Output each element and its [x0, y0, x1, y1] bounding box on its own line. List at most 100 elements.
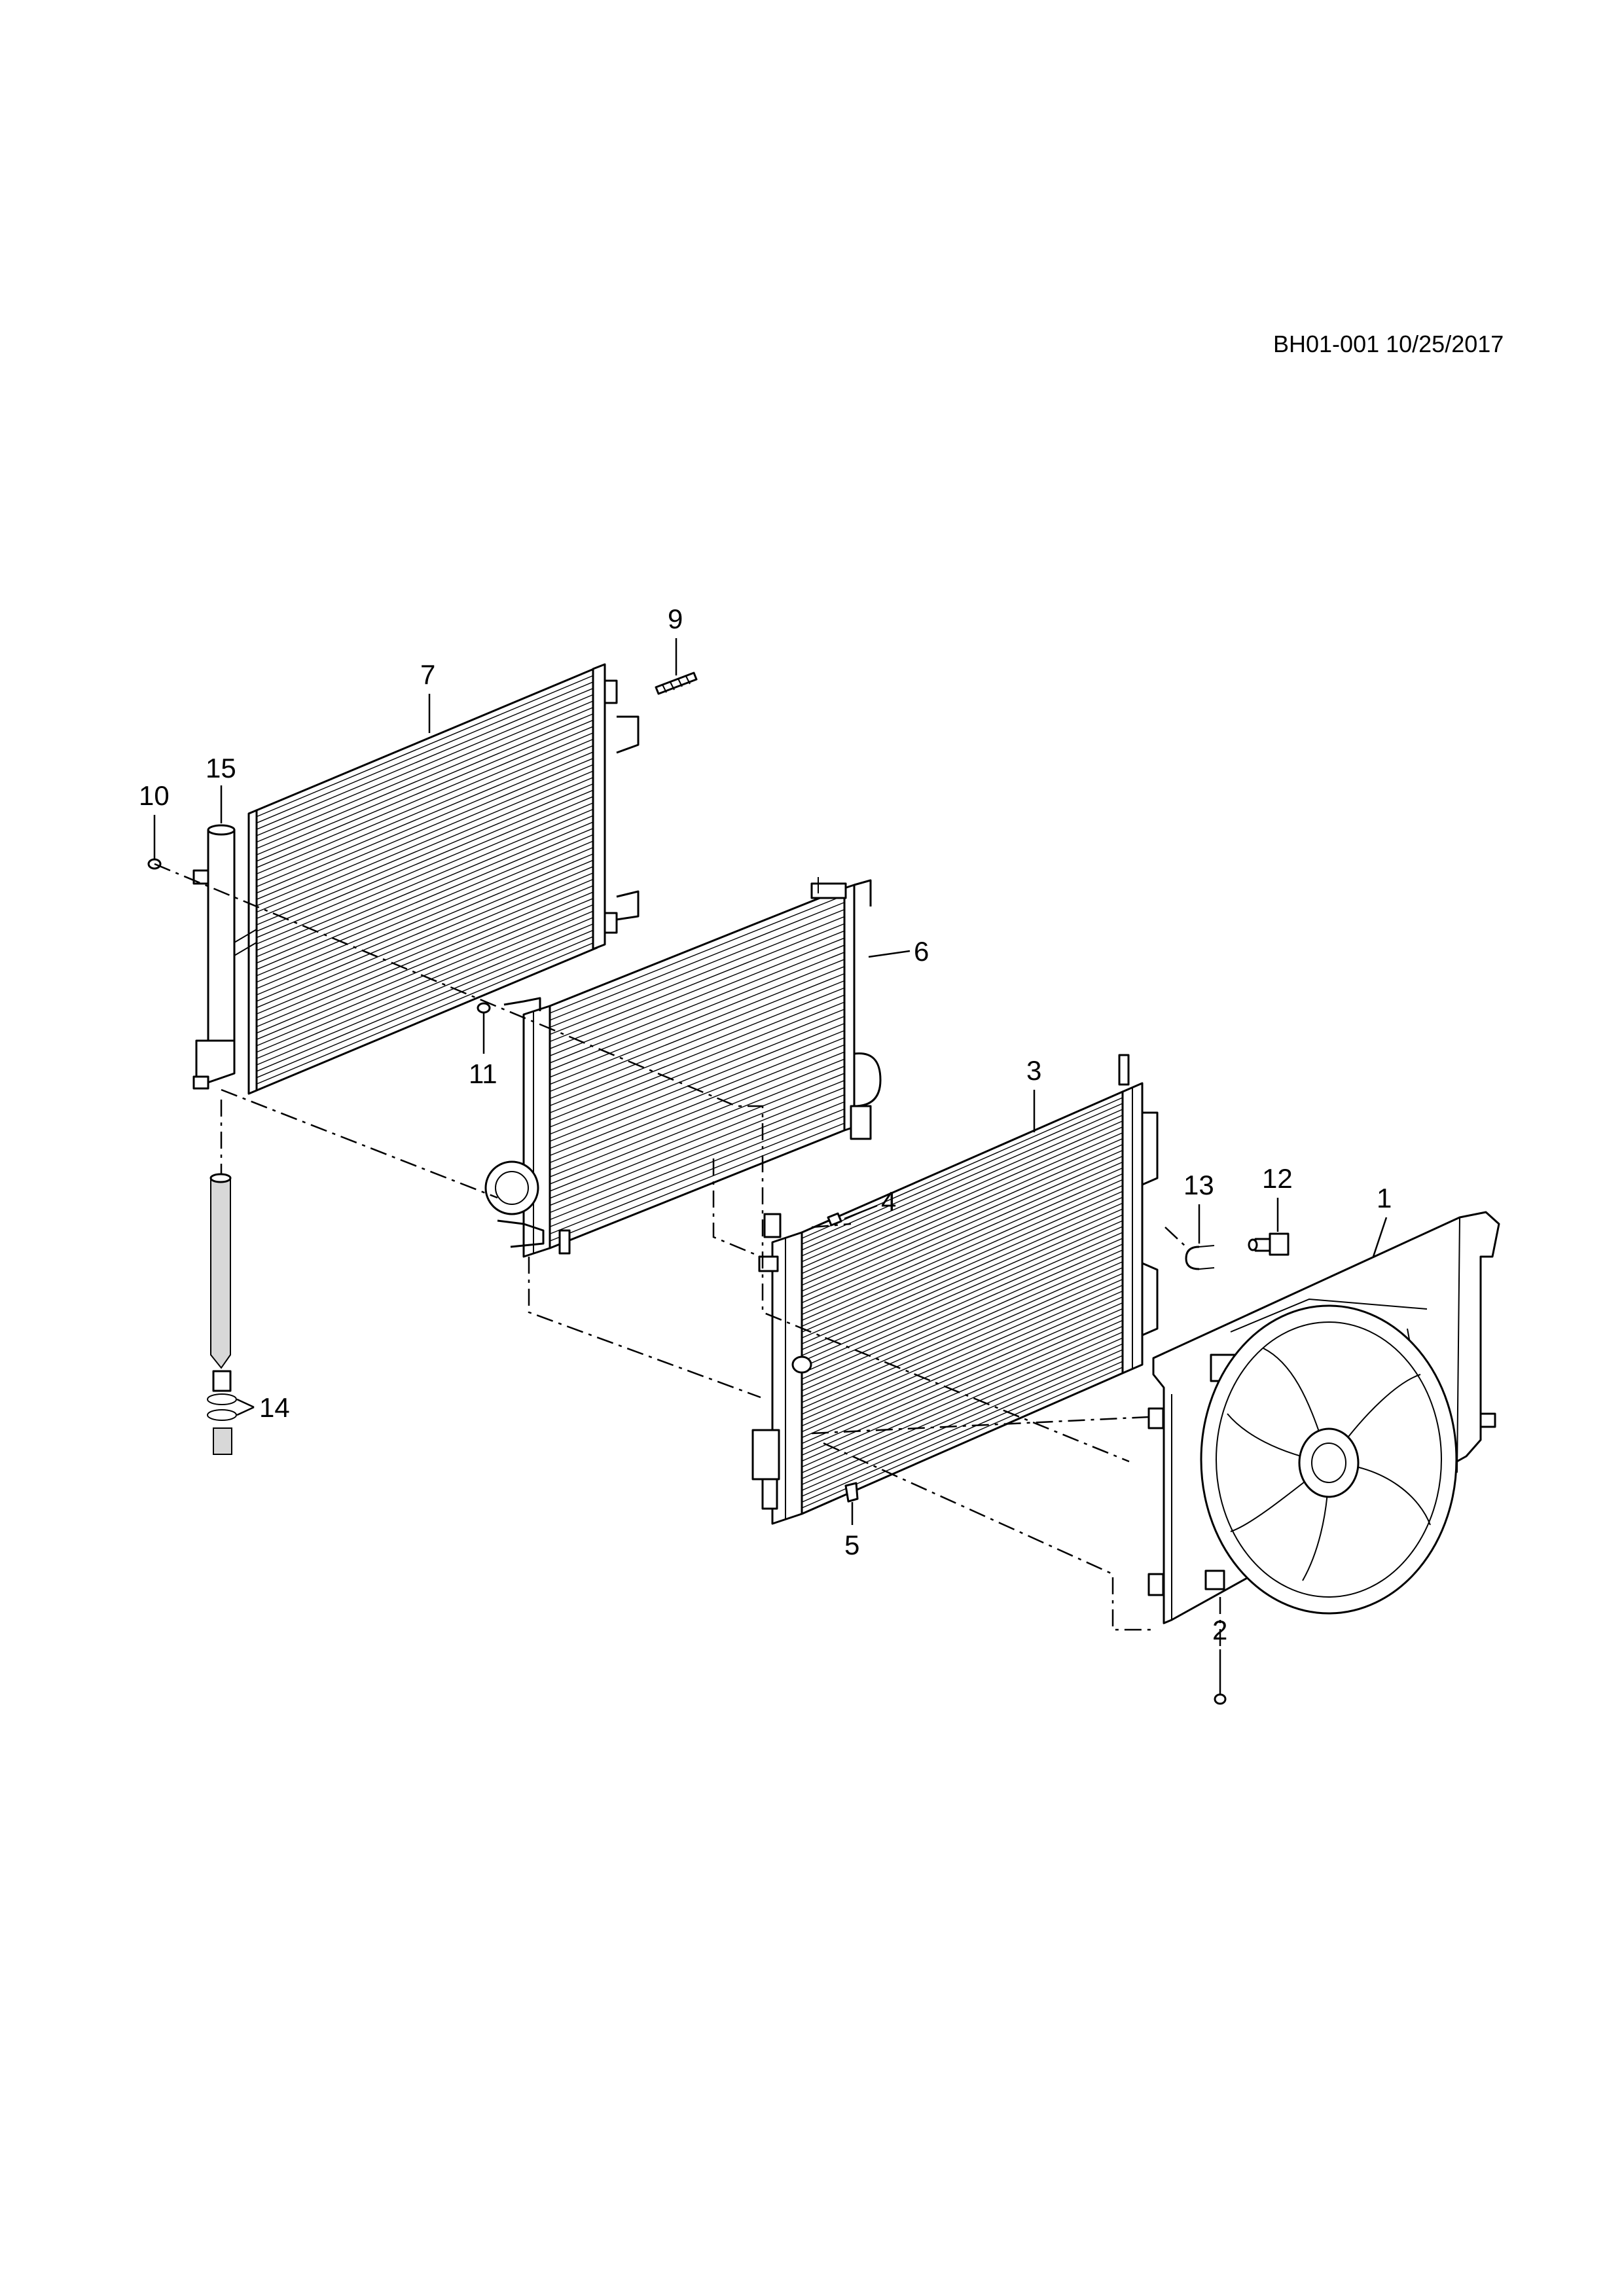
fins7-line	[256, 800, 598, 944]
fins6-line	[549, 1037, 845, 1157]
fins6-line	[549, 1066, 845, 1185]
part-13-hose-clamp	[1185, 1204, 1215, 1270]
fins3-line	[801, 1167, 1123, 1310]
fins6-line	[549, 1001, 845, 1121]
fins7-line	[256, 794, 598, 939]
fins3-line	[801, 1149, 1123, 1292]
fins7-line	[256, 807, 598, 951]
fins6-line	[549, 973, 845, 1092]
fins7-line	[256, 922, 598, 1066]
fins6-line	[549, 980, 845, 1100]
fins7-line	[256, 870, 598, 1014]
fins3-line	[801, 1331, 1123, 1473]
fins6-line	[549, 1051, 845, 1170]
fins6-line	[549, 1009, 845, 1128]
fins7-line	[256, 756, 598, 900]
fins3-line	[801, 1185, 1123, 1327]
fins3-line	[801, 1279, 1123, 1421]
fins3-line	[801, 1343, 1123, 1485]
fins3-line	[801, 1138, 1123, 1280]
fins6-line	[549, 944, 845, 1064]
part-6-intercooler	[484, 877, 911, 1258]
callout-7: 7	[420, 659, 435, 690]
fins7-line	[256, 826, 598, 970]
fins6-line	[549, 994, 845, 1113]
callout-12: 12	[1262, 1163, 1293, 1194]
fins3-line	[801, 1208, 1123, 1350]
callout-labels: 1 2 3 4 5 6 7 9 10 11 12 13 14 15	[139, 603, 1392, 1645]
fins3-line	[801, 1249, 1123, 1391]
fins3-line	[801, 1244, 1123, 1386]
fins3-line	[801, 1255, 1123, 1397]
fins7-line	[256, 775, 598, 920]
part-1-fan-shroud-assembly	[1147, 1211, 1500, 1624]
part-6-intercooler-fins	[549, 895, 845, 1242]
fins6-line	[549, 1122, 845, 1242]
part-9-bolt	[655, 638, 698, 695]
document-id-stamp: BH01-001 10/25/2017	[1273, 331, 1504, 357]
fins6-line	[549, 908, 845, 1028]
callout-2: 2	[1212, 1615, 1227, 1645]
fins7-line	[256, 877, 598, 1021]
fins6-line	[549, 895, 845, 1014]
fins7-line	[256, 852, 598, 996]
fins6-line	[549, 902, 845, 1021]
fins7-line	[256, 941, 598, 1085]
part-10-screw	[147, 815, 162, 870]
callout-15: 15	[206, 753, 236, 783]
fins7-line	[256, 819, 598, 964]
part-7-condenser-fins	[256, 673, 598, 1085]
fins3-line	[801, 1290, 1123, 1433]
fins3-line	[801, 1132, 1123, 1274]
fins3-line	[801, 1196, 1123, 1338]
callout-9: 9	[668, 603, 683, 634]
fins6-line	[549, 937, 845, 1056]
fins3-line	[801, 1284, 1123, 1427]
fins6-line	[549, 1044, 845, 1164]
fins3-line	[801, 1220, 1123, 1362]
assembly-alignment-lines	[154, 863, 1221, 1649]
fins3-line	[801, 1202, 1123, 1344]
fins7-line	[256, 724, 598, 869]
fins6-line	[549, 959, 845, 1078]
fins7-line	[256, 762, 598, 906]
callout-10: 10	[139, 780, 170, 811]
callout-4: 4	[881, 1186, 896, 1217]
part-3-radiator	[751, 1054, 1159, 1525]
fins7-line	[256, 730, 598, 874]
fins7-line	[256, 845, 598, 990]
fins3-line	[801, 1302, 1123, 1444]
fins3-line	[801, 1109, 1123, 1251]
fins6-line	[549, 1016, 845, 1135]
fins6-line	[549, 1058, 845, 1177]
fins3-line	[801, 1238, 1123, 1380]
fins7-line	[256, 698, 598, 843]
fins7-line	[256, 768, 598, 913]
fins3-line	[801, 1103, 1123, 1245]
part-15-receiver-dryer	[192, 785, 257, 1090]
fins3-line	[801, 1355, 1123, 1497]
fins7-line	[256, 884, 598, 1028]
fins7-line	[256, 673, 598, 817]
callout-11: 11	[469, 1058, 497, 1089]
fins7-line	[256, 858, 598, 1002]
fins3-line	[801, 1267, 1123, 1409]
fins7-line	[256, 679, 598, 824]
callout-1: 1	[1377, 1183, 1392, 1213]
fins3-line	[801, 1155, 1123, 1298]
fins6-line	[549, 930, 845, 1049]
fins3-line	[801, 1349, 1123, 1491]
callout-5: 5	[844, 1530, 859, 1560]
fins6-line	[549, 987, 845, 1107]
fins3-line	[801, 1214, 1123, 1356]
fins7-line	[256, 814, 598, 958]
part-14-dryer-cartridge-and-seals	[207, 1173, 255, 1455]
fins7-line	[256, 896, 598, 1040]
fins6-line	[549, 1023, 845, 1142]
fins3-line	[801, 1161, 1123, 1304]
fins3-line	[801, 1261, 1123, 1403]
fins3-line	[801, 1143, 1123, 1286]
fins6-line	[549, 916, 845, 1035]
fins6-line	[549, 966, 845, 1085]
fins3-line	[801, 1319, 1123, 1462]
